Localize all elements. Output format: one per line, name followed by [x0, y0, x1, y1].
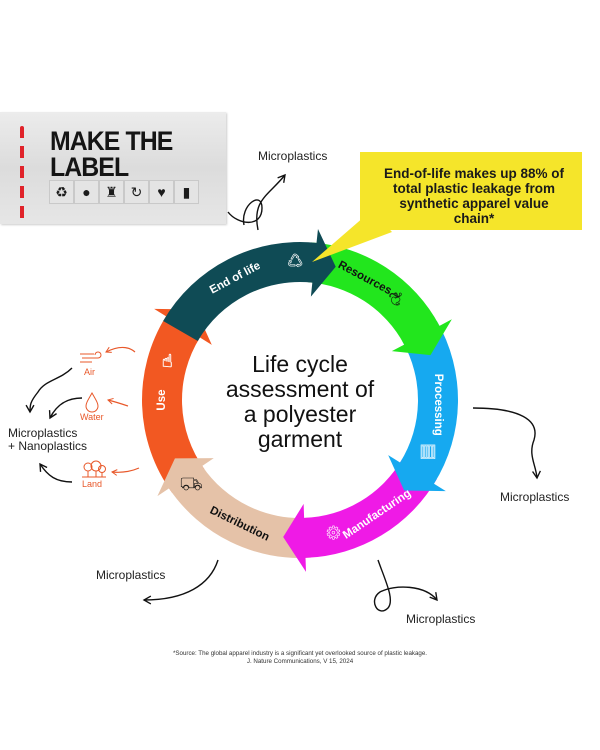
badge-icon-row: ♻ ● ♜ ↻ ♥ ▮ [49, 180, 199, 204]
center-title-line1: Life cycle [252, 351, 348, 377]
segment-distribution [157, 458, 312, 558]
make-the-label-count-badge: MAKE THE LABEL COUNT ♻ ● ♜ ↻ ♥ ▮ [0, 112, 226, 224]
output-label-bottom-left: Microplastics [96, 568, 166, 582]
arrow-bottom-right-microplastics [373, 559, 438, 612]
source-footnote: *Source: The global apparel industry is … [100, 650, 500, 666]
pathway-air: Air [84, 367, 95, 377]
air-icon [80, 351, 102, 363]
plant-icon: ❦ [388, 290, 403, 311]
arrow-bottom-left-microplastics [142, 559, 219, 605]
arrow-land-to-micro [39, 462, 73, 483]
arrow-air-to-micro [25, 367, 73, 414]
footnote-line2: J. Nature Communications, V 15, 2024 [246, 658, 354, 665]
arrow-top-microplastics [227, 175, 285, 231]
pathway-land: Land [82, 479, 103, 489]
recycle-icon: ♻ [49, 180, 74, 204]
footnote-line1: *Source: The global apparel industry is … [172, 650, 428, 657]
output-label-top: Microplastics [258, 149, 328, 163]
heart-hands-icon: ♥ [149, 180, 174, 204]
arrow-use-to-water [107, 397, 129, 407]
red-stitch-decoration [20, 126, 24, 220]
recycle-icon: ♺ [287, 251, 303, 272]
callout-box [360, 152, 582, 230]
factory-icon: ▥ [419, 441, 436, 462]
segment-processing [388, 321, 459, 492]
segment-use [142, 308, 212, 493]
lifecycle-ring [142, 228, 459, 572]
bottle-icon: ▮ [174, 180, 199, 204]
output-label-left-line1: Microplastics [8, 426, 78, 440]
center-title: Life cycle assessment of a polyester gar… [210, 352, 390, 452]
center-title-line4: garment [257, 426, 343, 452]
output-label-right: Microplastics [500, 490, 570, 504]
output-label-left-line2: + Nanoplastics [8, 439, 88, 453]
hand-pointer-icon: ☝ [162, 351, 173, 372]
truck-icon: ⛟ [180, 474, 203, 495]
pathway-water: Water [80, 412, 104, 422]
refresh-icon: ↻ [124, 180, 149, 204]
water-drop-icon [85, 391, 99, 413]
arrow-use-to-air [105, 346, 136, 353]
arrow-water-to-micro [48, 397, 83, 420]
arrow-use-to-land [110, 467, 140, 476]
output-label-bottom-right: Microplastics [406, 612, 476, 626]
segment-end-of-life [163, 228, 336, 341]
badge-title-line1: MAKE THE [50, 126, 173, 156]
stage-label-use: Use [156, 389, 168, 410]
segment-resources [308, 242, 452, 356]
factory-icon: ♜ [99, 180, 124, 204]
robot-arm-icon: ⚙ [325, 523, 341, 544]
land-trees-icon [82, 460, 106, 478]
arrow-right-microplastics [472, 407, 541, 480]
output-label-left: Microplastics + Nanoplastics [8, 427, 87, 453]
center-title-line2: assessment of [225, 376, 375, 402]
center-title-line3: a polyester [243, 401, 357, 427]
clock-icon: ● [74, 180, 99, 204]
callout-text: End-of-life makes up 88% of total plasti… [383, 166, 565, 226]
stage-label-processing: Processing [432, 374, 444, 436]
segment-manufacturing [283, 459, 437, 572]
